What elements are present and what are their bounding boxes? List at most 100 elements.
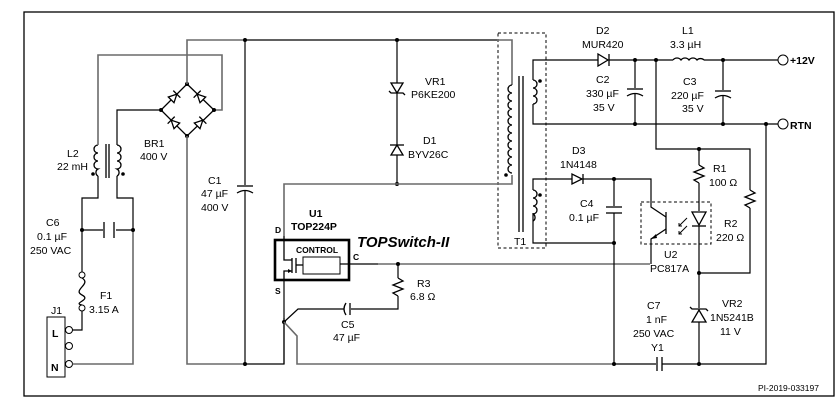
terminal-rtn[interactable]	[777, 118, 789, 130]
u2-ref: U2	[664, 249, 678, 261]
c7-value: 1 nF	[646, 314, 667, 326]
d1-value: BYV26C	[408, 149, 449, 161]
control-compensation: R3 6.8 Ω C5 47 µF	[283, 264, 614, 365]
l1-value: 3.3 µH	[670, 39, 701, 51]
wire-primary-ground	[245, 318, 285, 365]
c1-ref: C1	[208, 175, 222, 187]
u1-pin-c: C	[353, 252, 359, 262]
r2-value: 220 Ω	[716, 232, 744, 244]
c6-value: 0.1 µF	[37, 231, 67, 243]
c1-value: 47 µF	[201, 188, 228, 200]
phototransistor-arrow-icon	[651, 234, 657, 239]
wire-l-to-fuse	[72, 311, 83, 331]
u1-control-block	[302, 256, 341, 275]
c7-class: Y1	[651, 342, 664, 354]
vr1-cathode	[388, 90, 406, 96]
r3-value: 6.8 Ω	[410, 291, 436, 303]
j1-pin-mid	[65, 342, 73, 350]
topswitch-u1: CONTROL D S C U1 TOP224P TOPSwitch-II	[273, 208, 650, 364]
wire-sec-bottom	[532, 104, 780, 125]
tvs-diode-icon	[389, 82, 405, 95]
l2-polarity-dot	[121, 172, 125, 176]
c2-rating: 35 V	[593, 102, 615, 114]
wire-n-return	[72, 230, 134, 365]
j1-connector	[46, 316, 66, 378]
j1-ref: J1	[51, 305, 62, 317]
t1-polarity-dot	[538, 79, 542, 83]
inductor-icon	[672, 57, 705, 62]
phototransistor-collector	[614, 178, 667, 218]
input-filter: L N J1 F1 3.15 A C6 0.1 µF 250 VAC	[30, 54, 223, 378]
node-dot	[721, 122, 725, 126]
d1-ref: D1	[423, 135, 437, 147]
br1-diode-icon	[193, 116, 207, 130]
node-dot	[212, 108, 216, 112]
j1-pin-n	[65, 360, 73, 368]
vr2-cathode	[689, 306, 709, 312]
vr2-rating: 11 V	[720, 326, 741, 338]
wire-bias-bottom	[532, 213, 614, 244]
u1-pin-s: S	[275, 286, 281, 296]
l2-winding-left	[93, 144, 101, 177]
node-dot	[633, 122, 637, 126]
l1-ref: L1	[682, 25, 694, 37]
vr2-ref: VR2	[722, 298, 743, 310]
u1-arrow-icon	[288, 269, 292, 273]
resistor-icon	[743, 189, 757, 209]
c7-rating: 250 VAC	[633, 328, 675, 340]
br1-diode-icon	[193, 90, 207, 104]
u2-value: PC817A	[650, 263, 689, 275]
light-emission-icon	[678, 217, 688, 235]
vr2-value: 1N5241B	[710, 312, 754, 324]
wire-r3-bottom	[351, 296, 399, 310]
r1-value: 100 Ω	[709, 177, 737, 189]
c3-ref: C3	[683, 76, 697, 88]
transformer-t1: T1	[283, 32, 780, 249]
j1-pin-l-label: L	[52, 328, 59, 340]
r2-ref: R2	[724, 218, 738, 230]
br1-diode-icon	[167, 90, 181, 104]
br1-value: 400 V	[140, 151, 167, 163]
t1-polarity-dot	[538, 193, 542, 197]
l2-winding-right	[114, 144, 122, 177]
wire-br1-positive	[186, 39, 245, 84]
r1-ref: R1	[713, 163, 727, 175]
t1-bias-winding	[530, 189, 538, 222]
drawing-frame	[23, 11, 835, 397]
diode-icon	[389, 143, 405, 156]
u1-package	[273, 238, 351, 282]
c4-ref: C4	[580, 198, 594, 210]
output-rectifier: D2 MUR420 C2 330 µF 35 V L1 3.3 µH C3 22…	[582, 25, 815, 365]
node-dot	[159, 108, 163, 112]
wire-c6-to-l2-left	[81, 176, 99, 230]
wire-c5-left	[283, 308, 344, 323]
c7-ref: C7	[647, 300, 661, 312]
t1-secondary-winding	[532, 79, 538, 105]
wire-bias-top	[532, 178, 572, 190]
br1-outline	[160, 83, 215, 137]
wire-c6-to-l2-right	[116, 176, 134, 230]
f1-ref: F1	[100, 290, 112, 302]
node-dot	[612, 241, 616, 245]
resistor-icon	[692, 164, 706, 184]
resistor-icon	[391, 277, 405, 297]
f1-value: 3.15 A	[89, 304, 119, 316]
c1-rating: 400 V	[201, 202, 228, 214]
u2-outline	[640, 201, 712, 245]
vr1-ref: VR1	[425, 76, 446, 88]
c5-ref: C5	[341, 319, 355, 331]
wire-secondary-return	[283, 321, 614, 365]
t1-polarity-dot	[504, 173, 508, 177]
d2-value: MUR420	[582, 39, 624, 51]
terminal-plus12v[interactable]	[777, 54, 789, 66]
l2-ref: L2	[67, 148, 79, 160]
j1-pin-n-label: N	[51, 362, 59, 374]
drawing-id: PI-2019-033197	[758, 383, 819, 393]
vr1-value: P6KE200	[411, 89, 456, 101]
j1-pin-l	[65, 326, 73, 334]
diode-icon	[571, 172, 584, 186]
u1-value: TOP224P	[291, 221, 337, 233]
t1-ref: T1	[514, 236, 526, 248]
br1-ref: BR1	[144, 138, 165, 150]
